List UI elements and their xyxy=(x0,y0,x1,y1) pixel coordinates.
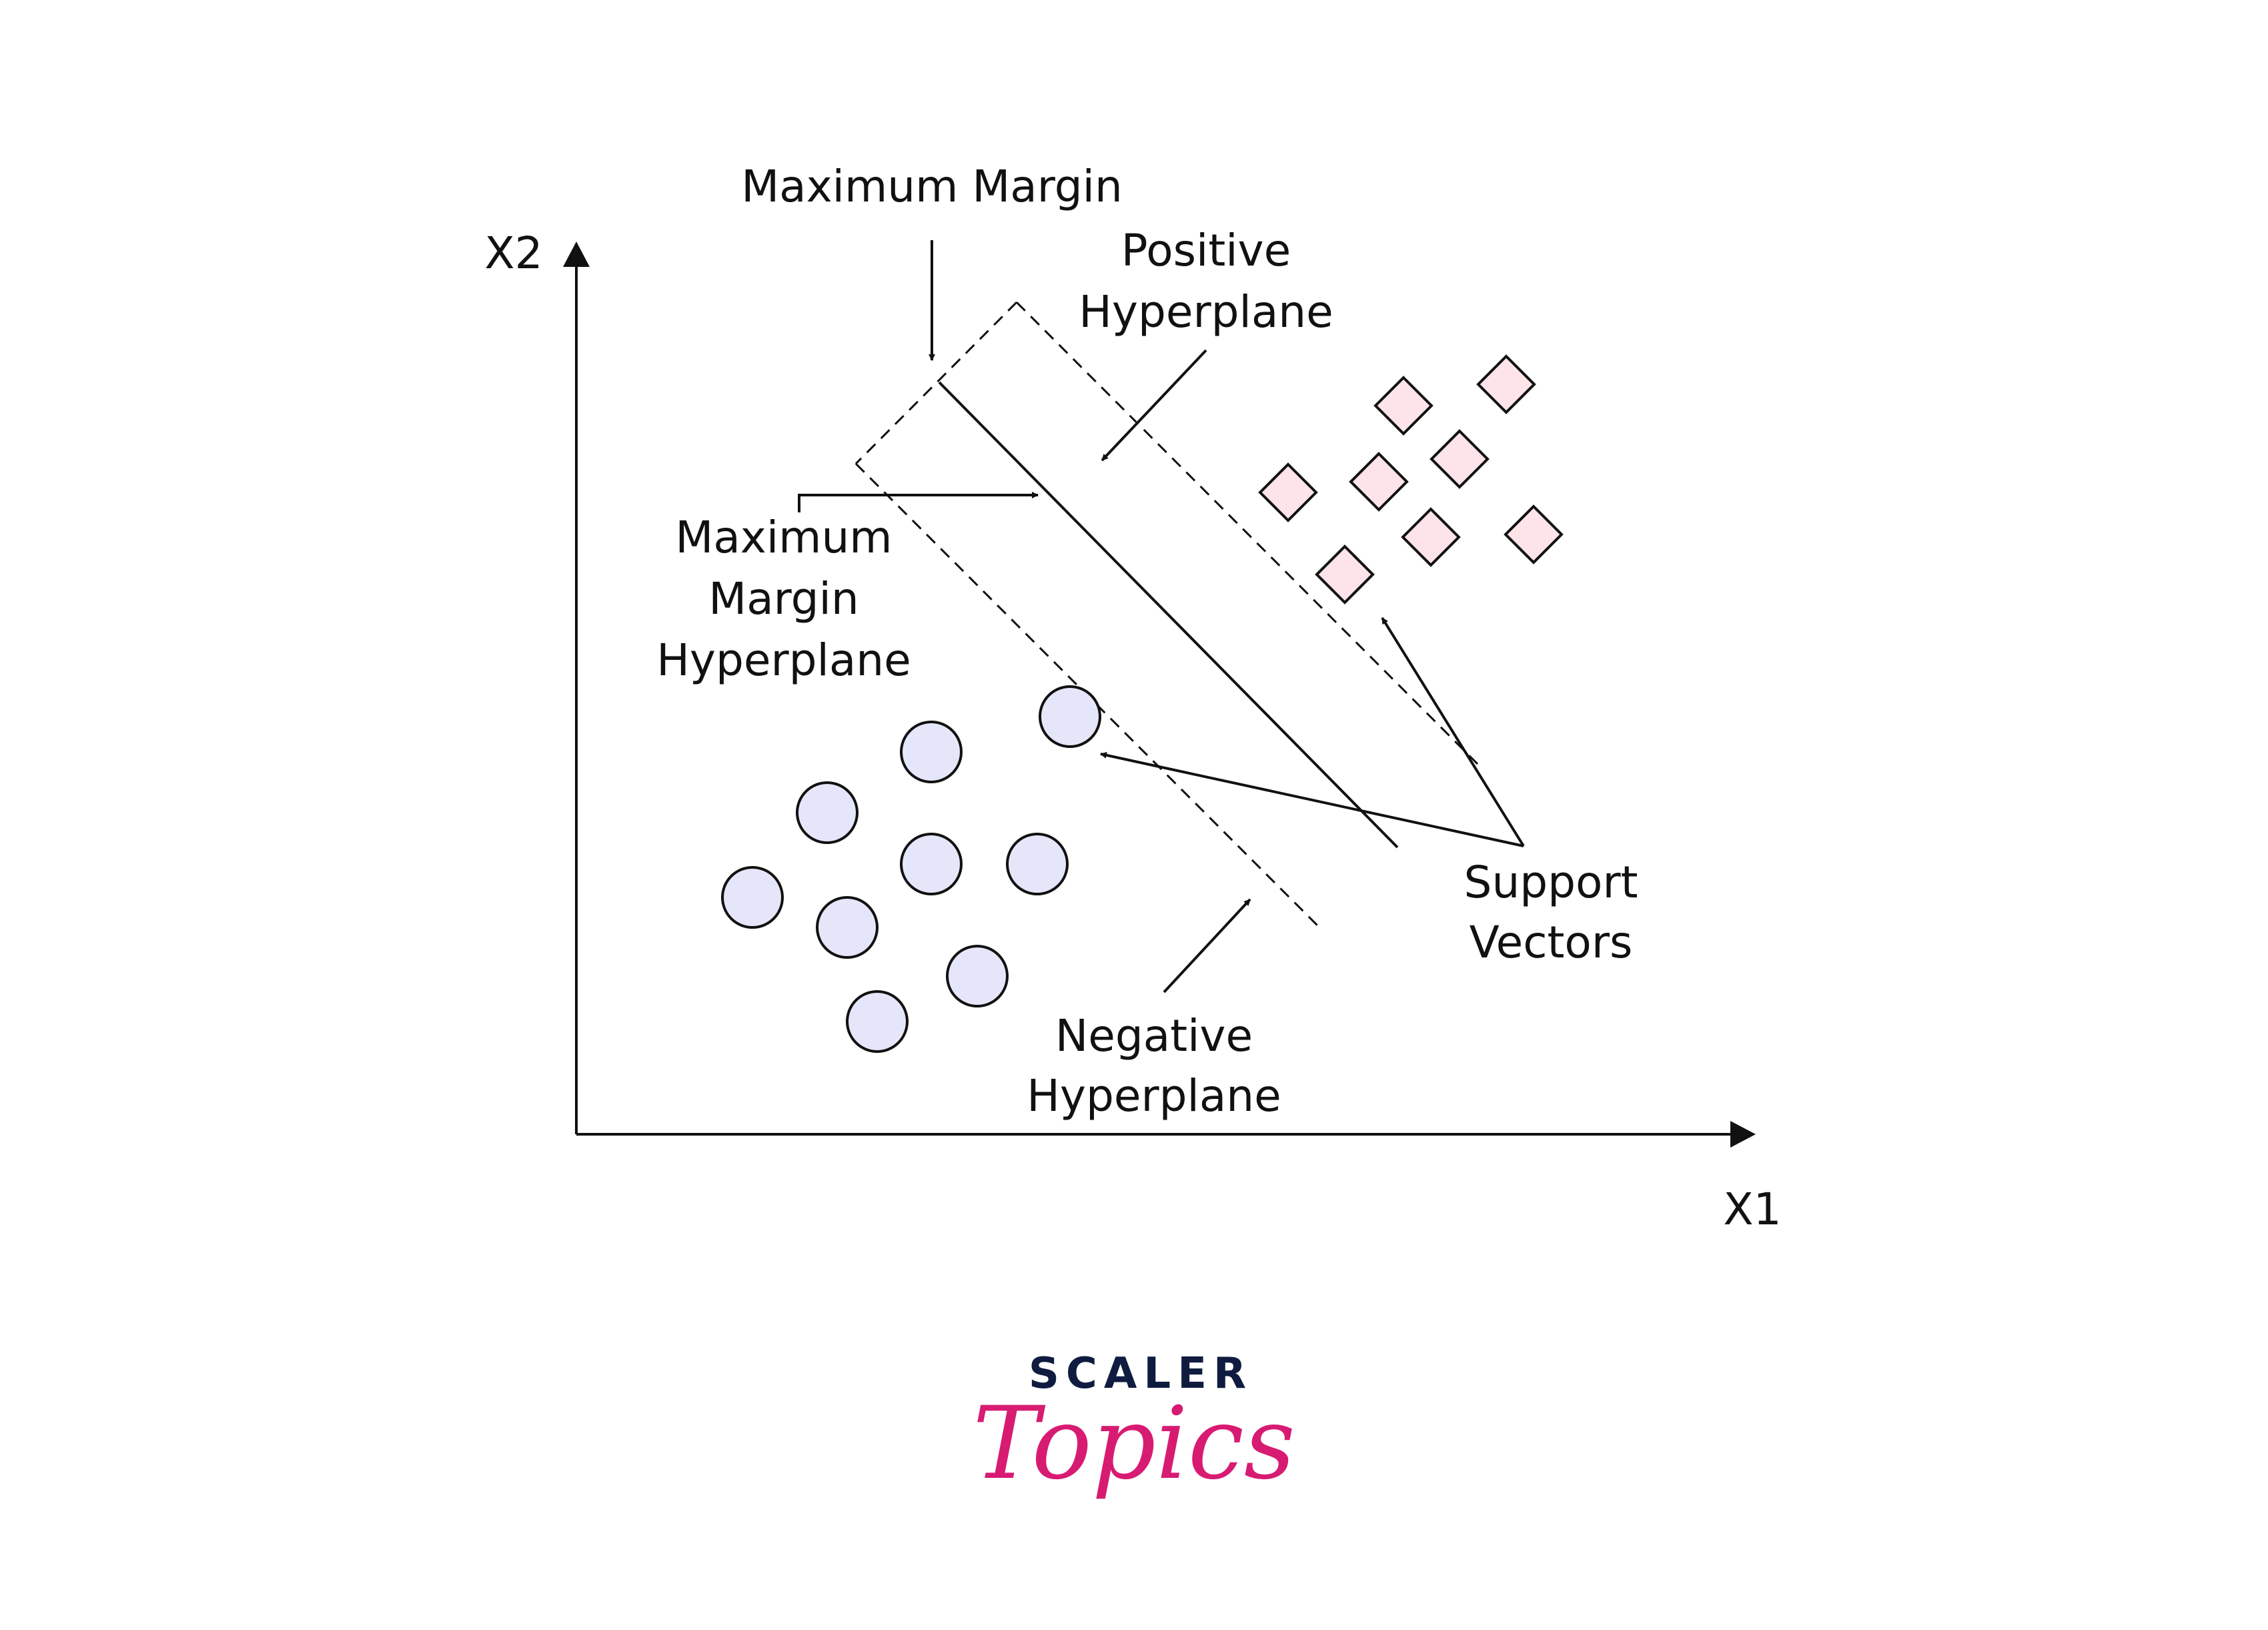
diamond-point xyxy=(1258,462,1318,522)
positive-hyperplane-arrow xyxy=(1101,349,1207,462)
circle-class-points xyxy=(721,685,1101,1053)
maximum-margin-label: Maximum Margin xyxy=(741,161,1123,212)
margin-boundary-top-edge xyxy=(855,301,1018,465)
diamond-class-points xyxy=(1258,354,1564,604)
circle-point xyxy=(946,945,1009,1007)
circle-point xyxy=(900,833,963,895)
diamond-point xyxy=(1430,429,1490,489)
circle-point xyxy=(1006,833,1069,895)
max-margin-hyperplane-line xyxy=(938,381,1399,849)
diamond-point xyxy=(1315,544,1375,604)
diamond-point xyxy=(1476,354,1536,414)
positive-hyperplane-label-line1: Positive xyxy=(1121,225,1291,276)
annotation-labels: Maximum Margin Positive Hyperplane Maxim… xyxy=(656,161,1638,1122)
negative-hyperplane-arrow xyxy=(1163,898,1251,993)
max-margin-hyperplane-label-line3: Hyperplane xyxy=(656,635,911,686)
circle-point xyxy=(816,896,879,959)
positive-hyperplane-label-line2: Hyperplane xyxy=(1079,286,1333,338)
scaler-topics-logo: SCALER Topics xyxy=(973,1349,1295,1502)
annotation-arrows xyxy=(798,240,1525,993)
logo-top-text: SCALER xyxy=(1029,1349,1253,1398)
circle-point xyxy=(721,866,784,929)
circle-point xyxy=(846,990,909,1053)
support-vectors-label-line2: Vectors xyxy=(1470,917,1633,968)
x-axis-label: X1 xyxy=(1723,1184,1781,1235)
diamond-point xyxy=(1349,452,1409,512)
circle-point xyxy=(1039,685,1101,748)
x-axis-arrow-icon xyxy=(1730,1121,1756,1148)
diamond-point xyxy=(1401,507,1461,567)
max-margin-hyperplane-arrow xyxy=(798,492,1039,512)
diamond-point xyxy=(1373,376,1434,436)
negative-hyperplane-label-line1: Negative xyxy=(1055,1010,1253,1062)
y-axis-arrow-icon xyxy=(563,242,590,267)
circle-point xyxy=(796,781,859,844)
support-vectors-label-line1: Support xyxy=(1464,857,1638,908)
support-vectors-arrow-circle xyxy=(1100,752,1524,847)
circle-point xyxy=(900,721,963,783)
max-margin-hyperplane-label-line2: Margin xyxy=(708,573,859,625)
diamond-point xyxy=(1504,504,1564,564)
y-axis-label: X2 xyxy=(484,228,542,279)
axes: X2 X1 xyxy=(484,228,1781,1235)
negative-hyperplane-label-line2: Hyperplane xyxy=(1027,1070,1281,1122)
positive-hyperplane-line xyxy=(1015,301,1482,769)
max-margin-hyperplane-label-line1: Maximum xyxy=(675,512,892,563)
logo-bottom-text: Topics xyxy=(973,1386,1295,1502)
support-vectors-arrow-diamond xyxy=(1381,617,1525,847)
